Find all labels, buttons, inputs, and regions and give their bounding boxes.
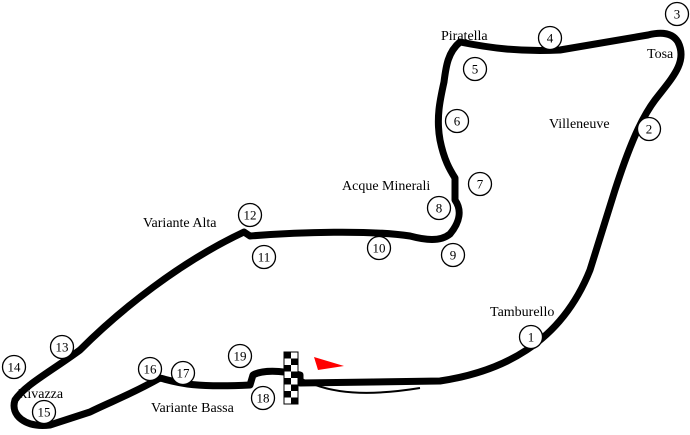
race-direction-flag-icon bbox=[314, 357, 344, 370]
svg-text:16: 16 bbox=[144, 362, 158, 377]
label-piratella: Piratella bbox=[441, 29, 488, 44]
track-outline bbox=[10, 29, 685, 429]
svg-text:7: 7 bbox=[477, 177, 484, 192]
corner-marker-4: 4 bbox=[537, 25, 563, 51]
corner-marker-8: 8 bbox=[426, 195, 452, 221]
svg-text:9: 9 bbox=[450, 248, 457, 263]
corner-marker-11: 11 bbox=[251, 244, 277, 270]
svg-text:4: 4 bbox=[547, 31, 554, 46]
corner-marker-19: 19 bbox=[227, 343, 253, 369]
corner-marker-9: 9 bbox=[440, 242, 466, 268]
svg-text:8: 8 bbox=[436, 201, 443, 216]
svg-text:5: 5 bbox=[472, 62, 479, 77]
svg-text:14: 14 bbox=[8, 360, 22, 375]
start-finish-line bbox=[283, 351, 299, 405]
corner-marker-13: 13 bbox=[49, 334, 75, 360]
svg-text:19: 19 bbox=[234, 349, 247, 364]
corner-marker-15: 15 bbox=[31, 399, 57, 425]
svg-text:15: 15 bbox=[38, 405, 51, 420]
corner-marker-3: 3 bbox=[664, 1, 690, 27]
label-rivazza: Rivazza bbox=[18, 387, 64, 402]
svg-text:12: 12 bbox=[244, 208, 257, 223]
corner-marker-14: 14 bbox=[1, 354, 27, 380]
svg-text:10: 10 bbox=[373, 241, 386, 256]
label-tosa: Tosa bbox=[647, 47, 674, 62]
corner-marker-2: 2 bbox=[636, 116, 662, 142]
svg-text:2: 2 bbox=[646, 122, 653, 137]
corner-marker-10: 10 bbox=[366, 235, 392, 261]
label-tamburello: Tamburello bbox=[490, 305, 554, 320]
corner-marker-12: 12 bbox=[237, 202, 263, 228]
svg-text:6: 6 bbox=[454, 114, 461, 129]
label-villeneuve: Villeneuve bbox=[549, 117, 610, 132]
pit-lane bbox=[299, 377, 421, 394]
corner-marker-1: 1 bbox=[518, 324, 544, 350]
corner-marker-5: 5 bbox=[462, 56, 488, 82]
svg-text:3: 3 bbox=[674, 7, 681, 22]
label-acque-minerali: Acque Minerali bbox=[342, 179, 430, 194]
label-variante-alta: Variante Alta bbox=[143, 216, 217, 231]
corner-marker-6: 6 bbox=[444, 108, 470, 134]
corner-marker-7: 7 bbox=[467, 171, 493, 197]
corner-marker-16: 16 bbox=[137, 356, 163, 382]
svg-text:18: 18 bbox=[257, 391, 270, 406]
svg-text:17: 17 bbox=[177, 366, 191, 381]
corner-marker-18: 18 bbox=[250, 385, 276, 411]
svg-text:1: 1 bbox=[528, 330, 535, 345]
svg-text:11: 11 bbox=[258, 250, 271, 265]
svg-text:13: 13 bbox=[56, 340, 69, 355]
corner-marker-17: 17 bbox=[170, 360, 196, 386]
label-variante-bassa: Variante Bassa bbox=[151, 401, 235, 416]
